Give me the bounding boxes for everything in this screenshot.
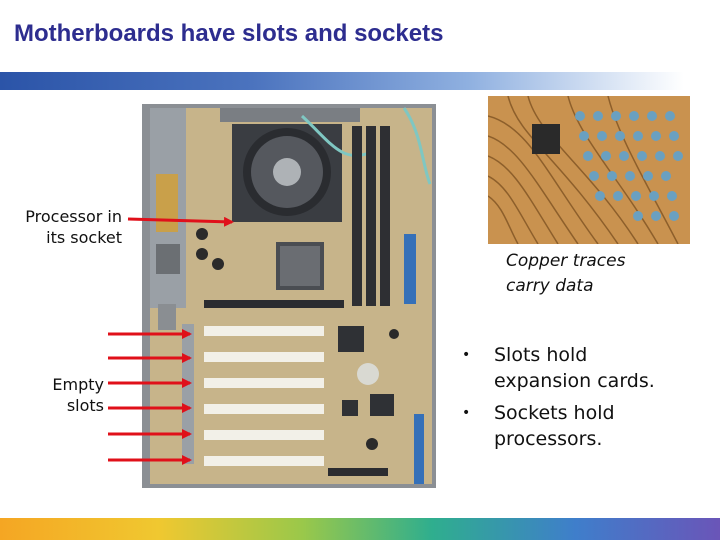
title-underline-bar [0, 72, 720, 90]
list-item: • Slots hold expansion cards. [462, 342, 655, 394]
red-arrow-icon-processor [127, 216, 234, 227]
bullet-1-line2: expansion cards. [494, 370, 655, 392]
bullet-list: • Slots hold expansion cards. • Sockets … [462, 342, 655, 458]
slots-label-line1: Empty [52, 375, 104, 394]
processor-label: Processor in its socket [10, 206, 122, 248]
copper-traces-photo [488, 96, 690, 244]
footer-gradient-bar [0, 518, 720, 540]
bullet-1-line1: Slots hold [494, 344, 588, 366]
bullet-dot-icon: • [462, 405, 471, 421]
copper-traces-caption: Copper traces carry data [506, 249, 625, 299]
processor-label-line1: Processor in [25, 207, 122, 226]
slots-label: Empty slots [30, 374, 104, 416]
motherboard-photo [142, 104, 436, 488]
bullet-dot-icon: • [462, 347, 471, 363]
bullet-2-line2: processors. [494, 428, 603, 450]
slots-label-line2: slots [66, 396, 104, 415]
copper-caption-line1: Copper traces [506, 251, 626, 271]
list-item: • Sockets hold processors. [462, 400, 655, 452]
processor-label-line2: its socket [46, 228, 122, 247]
copper-caption-line2: carry data [506, 276, 594, 296]
bullet-2-line1: Sockets hold [494, 402, 615, 424]
slide-title: Motherboards have slots and sockets [14, 20, 444, 47]
